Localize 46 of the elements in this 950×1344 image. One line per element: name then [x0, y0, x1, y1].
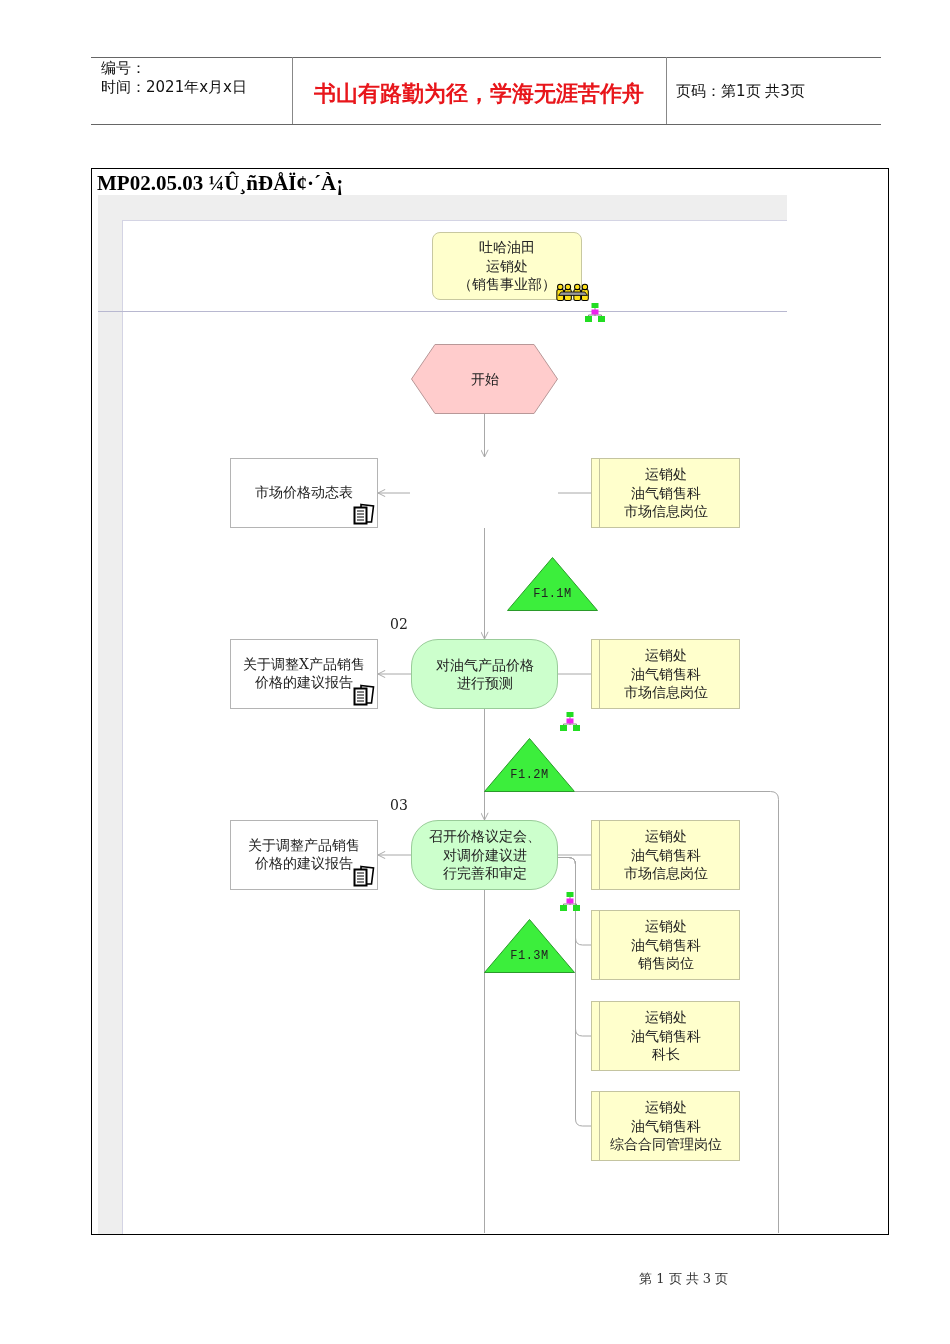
connector-line [557, 854, 592, 856]
role-box [591, 1091, 740, 1161]
role-name: 运销处油气销售科综合合同管理岗位 [609, 1098, 722, 1154]
connector-line [557, 492, 592, 494]
document-title: 关于调整产品销售价格的建议报告 [248, 835, 360, 873]
page-number: 页码：第1页 共3页 [676, 82, 805, 101]
start-hexagon [411, 344, 558, 414]
role-name: 运销处油气销售科市场信息岗位 [623, 827, 708, 883]
role-name: 运销处油气销售科市场信息岗位 [623, 465, 708, 521]
connector-line [574, 791, 779, 1234]
marker-label: F1.2M [510, 768, 549, 783]
connector-line [484, 889, 485, 1234]
document-box [230, 639, 378, 709]
connector-line [557, 673, 592, 675]
role-name: 运销处油气销售科市场信息岗位 [623, 646, 708, 702]
step-number: 02 [390, 616, 408, 632]
date-text: 时间：2021年x月x日 [101, 78, 247, 97]
triangle-marker [484, 919, 575, 973]
step-number: 03 [390, 797, 408, 813]
role-box [591, 820, 740, 890]
diagram-title: MP02.05.03 ¼Û¸ñÐÅÏ¢·´À¡ [97, 171, 344, 196]
role-box [591, 910, 740, 980]
triangle-marker [484, 738, 575, 792]
role-box [591, 639, 740, 709]
document-title: 市场价格动态表 [255, 482, 353, 502]
unit-name: 吐哈油田运销处（销售事业部） [458, 238, 556, 294]
role-name: 运销处油气销售科科长 [630, 1008, 701, 1064]
org-unit-box [432, 232, 582, 300]
process-box [411, 639, 558, 709]
marker-label: F1.1M [533, 587, 572, 602]
triangle-marker [507, 557, 598, 611]
page-footer: 第 1 页 共 3 页 [639, 1270, 729, 1288]
motto-text: 书山有路勤为径，学海无涯苦作舟 [313, 80, 645, 108]
connector-line [557, 857, 592, 1127]
role-name: 运销处油气销售科销售岗位 [630, 917, 701, 973]
process-label: 对油气产品价格进行预测 [435, 655, 534, 693]
marker-label: F1.3M [510, 949, 549, 964]
role-box [591, 1001, 740, 1071]
document-title: 关于调整X产品销售价格的建议报告 [243, 654, 365, 692]
field-label: 编号： [101, 59, 146, 78]
role-box [591, 458, 740, 528]
process-box [411, 820, 558, 890]
process-label: 召开价格议定会、对调价建议进行完善和审定 [428, 827, 541, 883]
event-label: 开始 [470, 369, 499, 389]
document-box [230, 458, 378, 528]
document-box [230, 820, 378, 890]
